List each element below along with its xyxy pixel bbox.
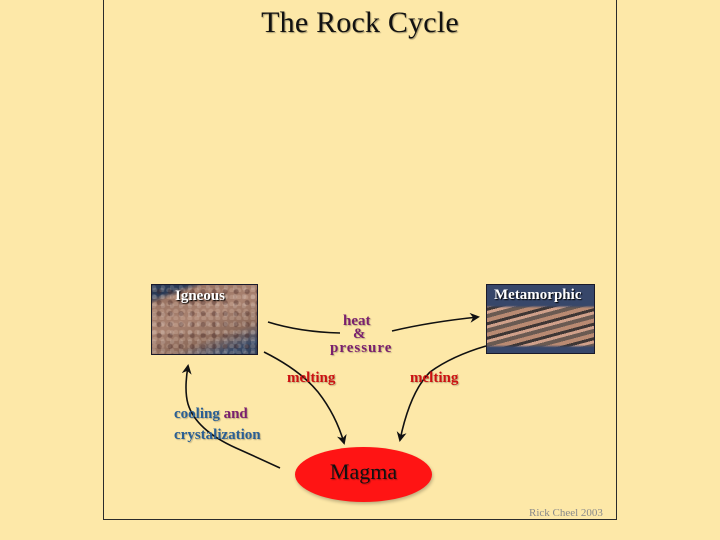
heat-label: heat (343, 313, 371, 329)
pressure-label: pressure (330, 340, 393, 356)
cooling-word: cooling (174, 406, 220, 422)
crystalization-label: crystalization (174, 427, 261, 443)
melting-left-label: melting (287, 370, 336, 386)
diagram-frame (103, 0, 617, 520)
magma-ellipse (295, 447, 432, 502)
credit-text: Rick Cheel 2003 (529, 507, 603, 519)
cooling-label: cooling and (174, 407, 248, 422)
metamorphic-label: Metamorphic (494, 287, 582, 303)
arrow-magma-to-igneous (181, 364, 281, 469)
magma-label: Magma (329, 459, 398, 484)
arrow-metamorphic-to-magma (396, 345, 487, 442)
arrow-igneous-to-magma (263, 351, 347, 445)
and-word: and (223, 406, 248, 422)
metamorphic-rock-image (486, 284, 595, 354)
igneous-rock-image (151, 284, 258, 355)
igneous-label: Igneous (175, 288, 226, 304)
melting-right-label: melting (410, 370, 459, 386)
arrow-igneous-to-metamorphic (267, 317, 478, 334)
page-title: The Rock Cycle (261, 6, 459, 39)
ampersand-label: & (353, 326, 366, 342)
